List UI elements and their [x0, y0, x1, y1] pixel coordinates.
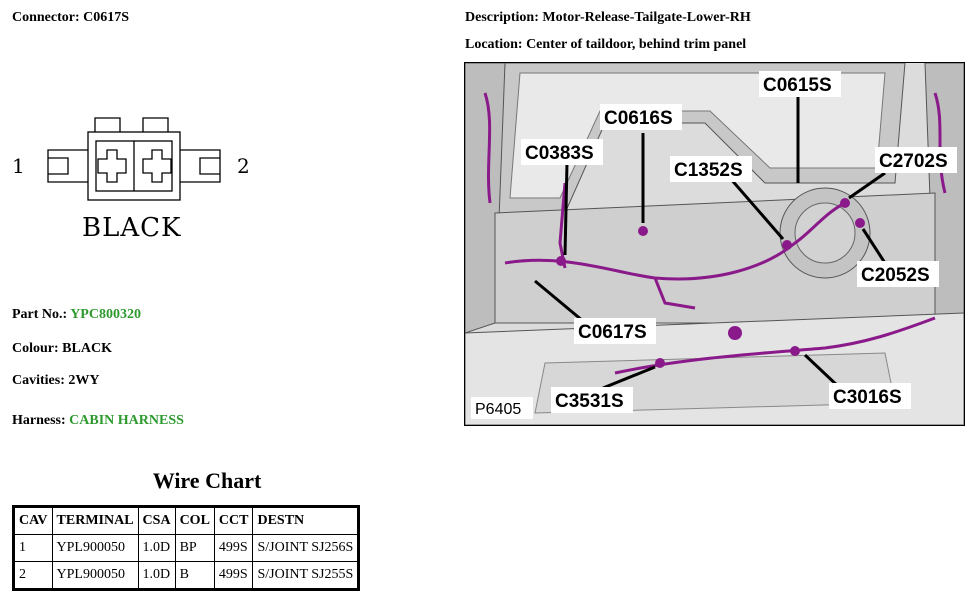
location-label: Location: [465, 37, 523, 52]
part-number-link[interactable]: YPC800320 [70, 307, 141, 322]
header-csa: CSA [137, 506, 176, 535]
harness-row: Harness: CABIN HARNESS [12, 413, 184, 429]
photo-ref-code: P6405 [475, 401, 521, 418]
colour-label: Colour: [12, 341, 59, 356]
connector-heading: Connector: C0617S [12, 10, 129, 26]
pin-2-label: 2 [237, 154, 250, 178]
header-terminal: TERMINAL [51, 506, 139, 535]
colour-row: Colour: BLACK [12, 341, 112, 357]
table-header-row: CAV TERMINAL CSA COL CCT DESTN [13, 506, 360, 535]
colour-value: BLACK [62, 341, 112, 356]
location-heading: Location: Center of taildoor, behind tri… [465, 37, 746, 53]
cavities-label: Cavities: [12, 373, 65, 388]
callout-c0617s: C0617S [578, 322, 647, 343]
harness-label: Harness: [12, 413, 66, 428]
description-label: Description: [465, 10, 539, 25]
cell-col: B [174, 561, 215, 590]
cavities-row: Cavities: 2WY [12, 373, 100, 389]
cell-destn: S/JOINT SJ256S [252, 534, 360, 562]
cell-terminal: YPL900050 [51, 534, 139, 562]
header-destn: DESTN [252, 506, 360, 535]
cell-cct: 499S [213, 561, 254, 590]
wire-chart-table: CAV TERMINAL CSA COL CCT DESTN 1 YPL9000… [12, 505, 361, 591]
callout-c1352s: C1352S [674, 160, 743, 181]
table-row: 2 YPL900050 1.0D B 499S S/JOINT SJ255S [13, 561, 360, 590]
part-number-label: Part No.: [12, 307, 68, 322]
cell-cav: 1 [13, 534, 53, 562]
part-number-row: Part No.: YPC800320 [12, 307, 141, 323]
callout-c3016s: C3016S [833, 387, 902, 408]
header-cav: CAV [13, 506, 53, 535]
cell-col: BP [174, 534, 215, 562]
cell-terminal: YPL900050 [51, 561, 139, 590]
location-value: Center of taildoor, behind trim panel [526, 37, 747, 52]
callout-c2702s: C2702S [879, 151, 948, 172]
cell-csa: 1.0D [137, 534, 176, 562]
cell-cct: 499S [213, 534, 254, 562]
pin-1-label: 1 [12, 154, 25, 178]
description-heading: Description: Motor-Release-Tailgate-Lowe… [465, 10, 751, 26]
callout-c3531s: C3531S [555, 391, 624, 412]
callout-c0383s: C0383S [525, 143, 594, 164]
vehicle-interior-drawing: C0615S C0616S C0383S C1352S C2702S C2052… [465, 63, 964, 425]
cell-destn: S/JOINT SJ255S [252, 561, 360, 590]
callout-c0616s: C0616S [604, 108, 673, 129]
callout-c2052s: C2052S [861, 265, 930, 286]
cell-csa: 1.0D [137, 561, 176, 590]
connector-label: Connector: [12, 10, 80, 25]
connector-value: C0617S [83, 10, 130, 25]
connector-face-diagram: 1 2 [12, 117, 250, 201]
connector-color-caption: BLACK [82, 213, 182, 243]
cavities-value: 2WY [68, 373, 100, 388]
table-row: 1 YPL900050 1.0D BP 499S S/JOINT SJ256S [13, 534, 360, 562]
callout-c0615s: C0615S [763, 75, 832, 96]
header-cct: CCT [213, 506, 254, 535]
wire-chart-title: Wire Chart [152, 468, 262, 493]
header-col: COL [174, 506, 215, 535]
description-value: Motor-Release-Tailgate-Lower-RH [542, 10, 751, 25]
cell-cav: 2 [13, 561, 53, 590]
location-illustration: C0615S C0616S C0383S C1352S C2702S C2052… [464, 62, 965, 426]
harness-link[interactable]: CABIN HARNESS [69, 413, 184, 428]
